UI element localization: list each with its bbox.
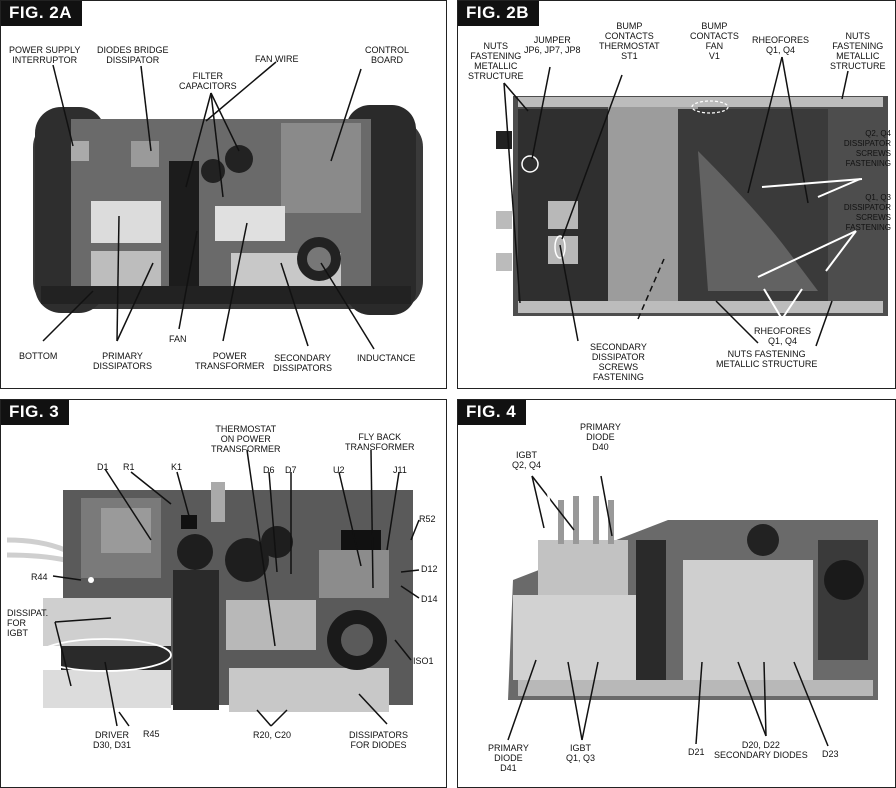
label-nuts-right: NUTS FASTENING METALLIC STRUCTURE — [830, 31, 886, 71]
label-inductance: INDUCTANCE — [357, 353, 416, 363]
label-bump-fan: BUMP CONTACTS FAN V1 — [690, 21, 739, 61]
fig2b-tag: FIG. 2B — [458, 1, 540, 26]
fig2a-tag: FIG. 2A — [1, 1, 83, 26]
label-power-transformer: POWER TRANSFORMER — [195, 351, 265, 371]
fig4-tag: FIG. 4 — [458, 400, 527, 425]
label-bump-thermostat: BUMP CONTACTS THERMOSTAT ST1 — [599, 21, 660, 61]
label-filter-capacitors: FILTER CAPACITORS — [179, 71, 237, 91]
label-primary-d40: PRIMARY DIODE D40 — [580, 422, 621, 452]
label-q1q3-screws: Q1, Q3 DISSIPATOR SCREWS FASTENING — [843, 193, 891, 232]
label-dissipat-igbt: DISSIPAT. FOR IGBT — [7, 608, 49, 638]
label-bottom: BOTTOM — [19, 351, 58, 361]
label-nuts-left: NUTS FASTENING METALLIC STRUCTURE — [468, 41, 524, 81]
label-secondary-dissipators: SECONDARY DISSIPATORS — [273, 353, 333, 373]
label-power-supply-interruptor: POWER SUPPLY INTERRUPTOR — [9, 45, 81, 65]
fig3-tag: FIG. 3 — [1, 400, 70, 425]
label-d12: D12 — [421, 564, 438, 574]
label-d23: D23 — [822, 749, 839, 759]
label-diodes-bridge-dissipator: DIODES BRIDGE DISSIPATOR — [97, 45, 169, 65]
label-driver: DRIVER D30, D31 — [93, 730, 132, 750]
fig2b-panel: FIG. 2B NUTS FASTENI — [457, 0, 896, 389]
label-d6: D6 — [263, 465, 275, 475]
label-r52: R52 — [419, 514, 436, 524]
label-d1: D1 — [97, 462, 109, 472]
fig3-panel: FIG. 3 — [0, 399, 447, 788]
label-secondary-screws: SECONDARY DISSIPATOR SCREWS FASTENING — [590, 342, 647, 382]
label-igbt-q1q3: IGBT Q1, Q3 — [566, 743, 596, 763]
label-r20c20: R20, C20 — [253, 730, 292, 740]
fig4-panel: FIG. 4 IGBT Q2, Q4 PRIMARY DIODE D40 PRI… — [457, 399, 896, 788]
label-thermostat: THERMOSTAT ON POWER TRANSFORMER — [211, 424, 281, 454]
label-fan-wire: FAN WIRE — [255, 54, 299, 64]
label-j11: J11 — [393, 465, 407, 475]
label-primary-dissipators: PRIMARY DISSIPATORS — [93, 351, 153, 371]
label-rheofores-bottom: RHEOFORES Q1, Q4 — [754, 326, 812, 346]
fig4-photo — [508, 496, 878, 700]
label-nuts-bottom: NUTS FASTENING METALLIC STRUCTURE — [716, 349, 818, 369]
label-fan: FAN — [169, 334, 187, 344]
label-flyback: FLY BACK TRANSFORMER — [345, 432, 415, 452]
label-primary-d41: PRIMARY DIODE D41 — [488, 743, 529, 773]
label-u2: U2 — [333, 465, 345, 475]
label-r1: R1 — [123, 462, 135, 472]
label-q2q4-screws: Q2, Q4 DISSIPATOR SCREWS FASTENING — [843, 129, 891, 168]
label-control-board: CONTROL BOARD — [365, 45, 410, 65]
fig2a-panel: FIG. 2A POWER SUPPLY INTERRUPTO — [0, 0, 447, 389]
label-dissipators-diodes: DISSIPATORS FOR DIODES — [349, 730, 409, 750]
label-igbt-q2q4: IGBT Q2, Q4 — [512, 450, 542, 470]
label-d14: D14 — [421, 594, 438, 604]
label-iso1: ISO1 — [413, 656, 434, 666]
label-rheofores-top: RHEOFORES Q1, Q4 — [752, 35, 810, 55]
label-r44: R44 — [31, 572, 48, 582]
label-d20d22: D20, D22 SECONDARY DIODES — [714, 740, 808, 760]
label-jumper: JUMPER JP6, JP7, JP8 — [524, 35, 581, 55]
label-r45: R45 — [143, 729, 160, 739]
label-k1: K1 — [171, 462, 183, 472]
label-d7: D7 — [285, 465, 297, 475]
label-d21: D21 — [688, 747, 705, 757]
